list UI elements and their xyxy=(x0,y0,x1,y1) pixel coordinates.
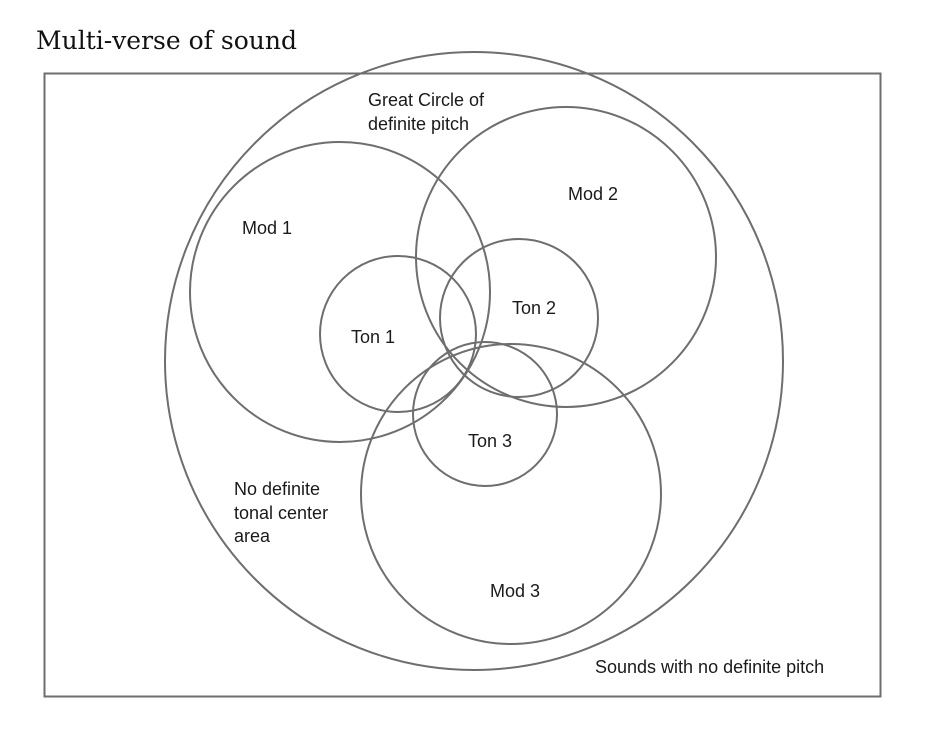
ton-1-circle xyxy=(319,255,477,413)
mod-3-circle xyxy=(360,343,662,645)
ton-3-circle xyxy=(412,341,558,487)
mod-2-label: Mod 2 xyxy=(568,184,618,204)
no-center-label-line-2: tonal center xyxy=(234,503,328,523)
no-center-label-line-1: No definite xyxy=(234,479,320,499)
no-definite-pitch-label: Sounds with no definite pitch xyxy=(595,657,824,677)
great-circle-label-line-2: definite pitch xyxy=(368,114,469,134)
mod-1-label: Mod 1 xyxy=(242,218,292,238)
mod-2-circle xyxy=(415,106,717,408)
ton-3-label: Ton 3 xyxy=(468,431,512,451)
ton-2-label: Ton 2 xyxy=(512,298,556,318)
great-circle-label-line-1: Great Circle of xyxy=(368,90,485,110)
no-definite-pitch-frame xyxy=(43,72,882,698)
ton-2-circle xyxy=(439,238,599,398)
page-title: Multi-verse of sound xyxy=(36,26,297,55)
ton-1-label: Ton 1 xyxy=(351,327,395,347)
great-circle xyxy=(164,51,784,671)
mod-1-circle xyxy=(189,141,491,443)
mod-3-label: Mod 3 xyxy=(490,581,540,601)
no-center-label-line-3: area xyxy=(234,526,271,546)
